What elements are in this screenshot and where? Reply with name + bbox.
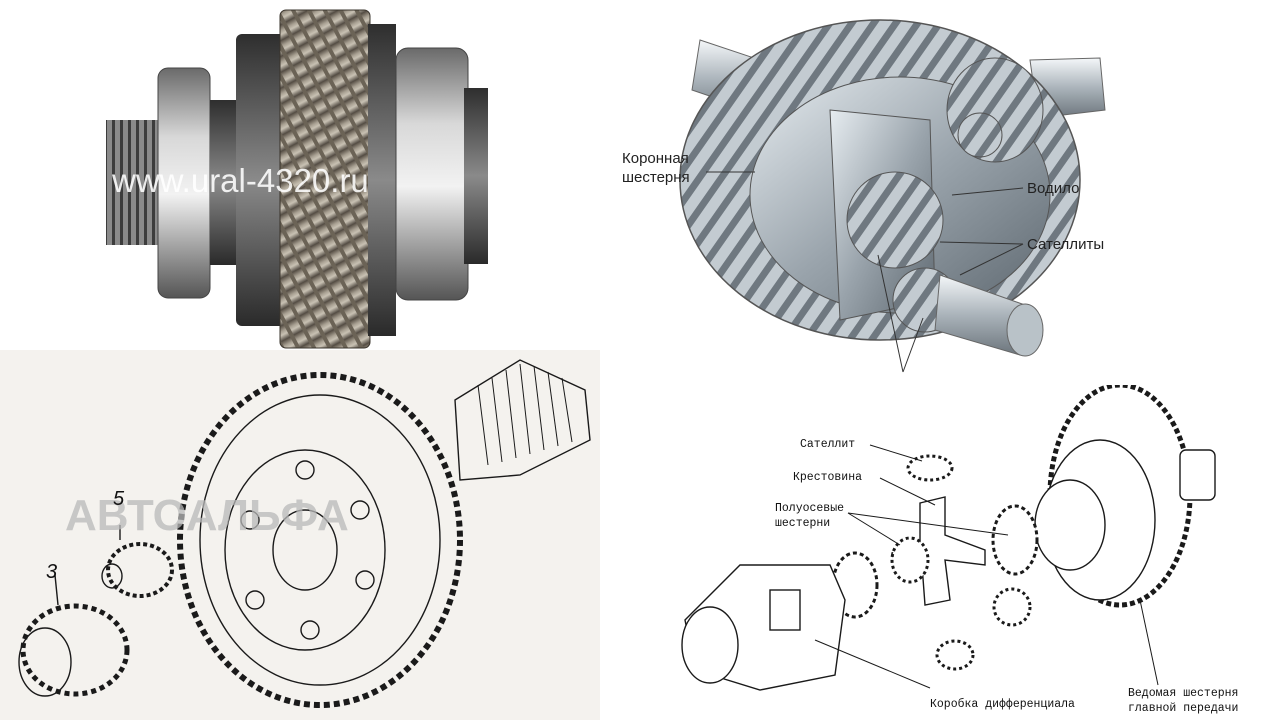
gear-line-drawing-panel: АВТОАЛЬФА 5 3 <box>0 350 600 720</box>
gear-shaft-photo: www.ural-4320.ru <box>106 9 488 349</box>
hub <box>210 100 240 265</box>
driven-gear-hub <box>1179 449 1216 501</box>
satellites-label: Сателлиты <box>1027 236 1104 253</box>
photo-watermark: www.ural-4320.ru <box>111 162 369 199</box>
cross <box>891 496 986 606</box>
gear-3-bore <box>18 627 72 697</box>
satellite-left <box>890 536 930 584</box>
driven-gear-label-line2: главной передачи <box>1128 702 1238 715</box>
gear-line-drawing: АВТОАЛЬФА 5 3 <box>18 359 591 708</box>
bolt-holes <box>240 460 375 640</box>
output-shaft-end <box>1006 303 1044 357</box>
driven-gear-label-line1: Ведомая шестерня <box>1128 687 1238 700</box>
small-gear-5-bore <box>101 563 123 589</box>
differential-case-window <box>769 589 801 631</box>
satellite-gear-1 <box>846 171 944 269</box>
render-leader-lines <box>706 171 1024 373</box>
right-bearing <box>395 47 469 301</box>
carrier-label: Водило <box>1027 180 1079 197</box>
ring-gear-label-line1: Коронная <box>622 150 689 167</box>
exploded-leader-lines <box>814 444 1159 689</box>
small-gear-5 <box>106 542 174 598</box>
gear-ring <box>236 34 286 326</box>
diff-case-label: Коробка дифференциала <box>930 698 1075 711</box>
spline-lines <box>477 363 573 466</box>
differential-render-panel: Коронная шестерня Водило Сателлиты <box>600 0 1280 385</box>
differential-render: Коронная шестерня Водило Сателлиты <box>622 19 1106 373</box>
cross-label: Крестовина <box>793 471 862 484</box>
satellite-right <box>992 587 1032 627</box>
exploded-differential-panel: Сателлит Крестовина Полуосевые шестерни … <box>600 385 1280 720</box>
callout-3-leader <box>54 574 59 606</box>
satellite-bottom <box>935 639 975 671</box>
right-nut <box>464 88 488 264</box>
gear-hub-right <box>368 24 396 336</box>
satellite-label: Сателлит <box>800 438 855 451</box>
ring-gear-label-line2: шестерня <box>622 169 690 186</box>
exploded-differential: Сателлит Крестовина Полуосевые шестерни … <box>681 385 1238 715</box>
driven-gear-bore <box>1034 479 1106 571</box>
callout-3: 3 <box>46 561 57 583</box>
differential-case-bore <box>681 606 739 684</box>
spline-shaft <box>454 359 591 481</box>
side-gear-right <box>991 504 1039 576</box>
large-gear-flange <box>224 449 386 651</box>
drawing-watermark: АВТОАЛЬФА <box>65 491 349 540</box>
gear-shaft-photo-panel: www.ural-4320.ru <box>0 0 600 350</box>
callout-5: 5 <box>113 488 125 510</box>
left-spline <box>106 120 166 245</box>
gear-3 <box>20 603 130 697</box>
side-gears-label-line1: Полуосевые <box>775 502 844 515</box>
large-gear-body <box>199 394 441 686</box>
large-gear-bore <box>272 509 338 591</box>
satellite-top <box>906 454 954 482</box>
side-gears-label-line2: шестерни <box>775 517 830 530</box>
satellite-gear-3 <box>957 112 1003 158</box>
